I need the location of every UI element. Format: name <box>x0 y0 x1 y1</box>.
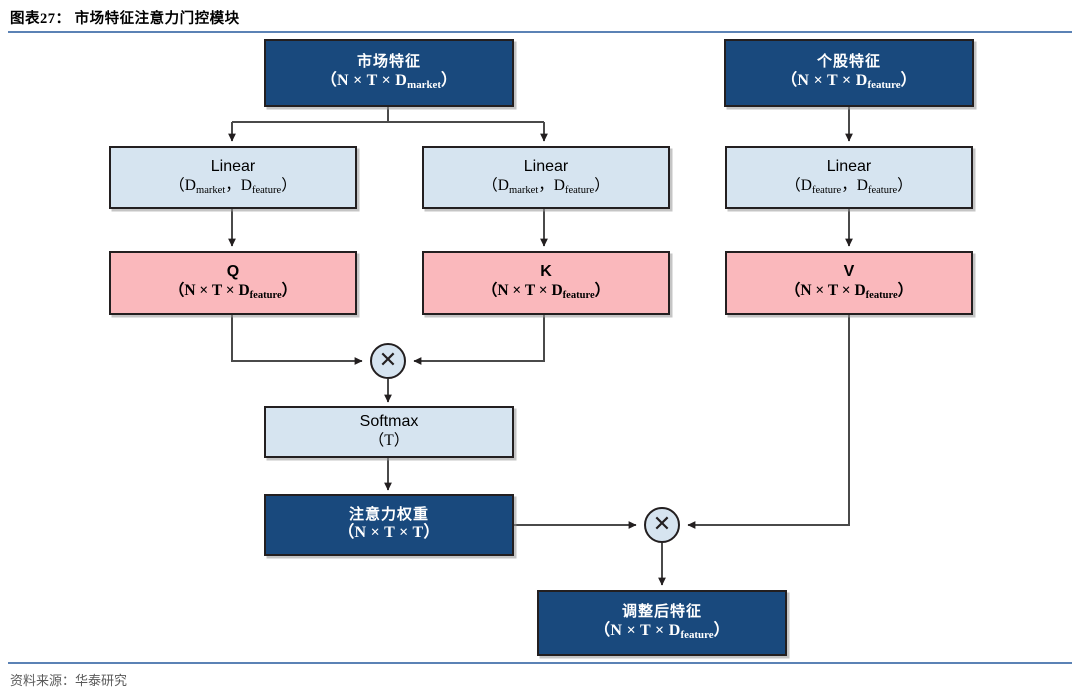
node-linear-v-label: Linear <box>826 157 872 175</box>
node-q: Q （N × T × Dfeature） <box>109 251 357 315</box>
node-attention-weights: 注意力权重 （N × T × T） <box>264 494 514 556</box>
node-linear-q-dims: （Dmarket，Dfeature） <box>169 176 297 196</box>
page-title: 图表27： 市场特征注意力门控模块 <box>10 11 240 27</box>
node-stock-features-shape: （N × T × Dfeature） <box>781 71 917 91</box>
node-v-shape: （N × T × Dfeature） <box>784 282 914 302</box>
header-divider <box>8 31 1072 33</box>
flowchart-diagram: 市场特征 （N × T × Dmarket） 个股特征 （N × T × Dfe… <box>0 33 1080 661</box>
node-k-shape: （N × T × Dfeature） <box>481 282 611 302</box>
node-v-label: V <box>843 263 855 281</box>
node-k-label: K <box>540 263 552 281</box>
node-linear-v-dims: （Dfeature，Dfeature） <box>785 176 913 196</box>
node-softmax-label: Softmax <box>359 413 419 431</box>
node-market-features-label: 市场特征 <box>356 54 421 71</box>
operator-matmul-qk: ✕ <box>370 343 406 379</box>
node-softmax: Softmax （T） <box>264 406 514 458</box>
node-stock-features-label: 个股特征 <box>816 54 881 71</box>
node-attention-weights-shape: （N × T × T） <box>338 524 440 542</box>
node-linear-k-dims: （Dmarket，Dfeature） <box>482 176 610 196</box>
node-adjusted-features: 调整后特征 （N × T × Dfeature） <box>537 590 787 656</box>
node-k: K （N × T × Dfeature） <box>422 251 670 315</box>
node-market-features: 市场特征 （N × T × Dmarket） <box>264 39 514 107</box>
node-stock-features: 个股特征 （N × T × Dfeature） <box>724 39 974 107</box>
node-v: V （N × T × Dfeature） <box>725 251 973 315</box>
node-q-shape: （N × T × Dfeature） <box>168 282 298 302</box>
operator-matmul-attention-v: ✕ <box>644 507 680 543</box>
node-linear-k: Linear （Dmarket，Dfeature） <box>422 146 670 209</box>
node-linear-k-label: Linear <box>523 157 569 175</box>
node-softmax-dims: （T） <box>368 432 410 450</box>
connector-lines <box>228 107 853 586</box>
multiply-icon: ✕ <box>652 512 672 537</box>
multiply-icon: ✕ <box>378 348 398 373</box>
node-q-label: Q <box>226 263 240 281</box>
source-note: 资料来源：华泰研究 <box>10 673 128 688</box>
node-attention-weights-label: 注意力权重 <box>348 506 429 523</box>
node-linear-v: Linear （Dfeature，Dfeature） <box>725 146 973 209</box>
node-adjusted-features-label: 调整后特征 <box>621 604 702 621</box>
node-linear-q: Linear （Dmarket，Dfeature） <box>109 146 357 209</box>
node-linear-q-label: Linear <box>210 157 256 175</box>
node-adjusted-features-shape: （N × T × Dfeature） <box>594 621 730 641</box>
footer-divider <box>8 662 1072 664</box>
node-market-features-shape: （N × T × Dmarket） <box>320 71 458 91</box>
